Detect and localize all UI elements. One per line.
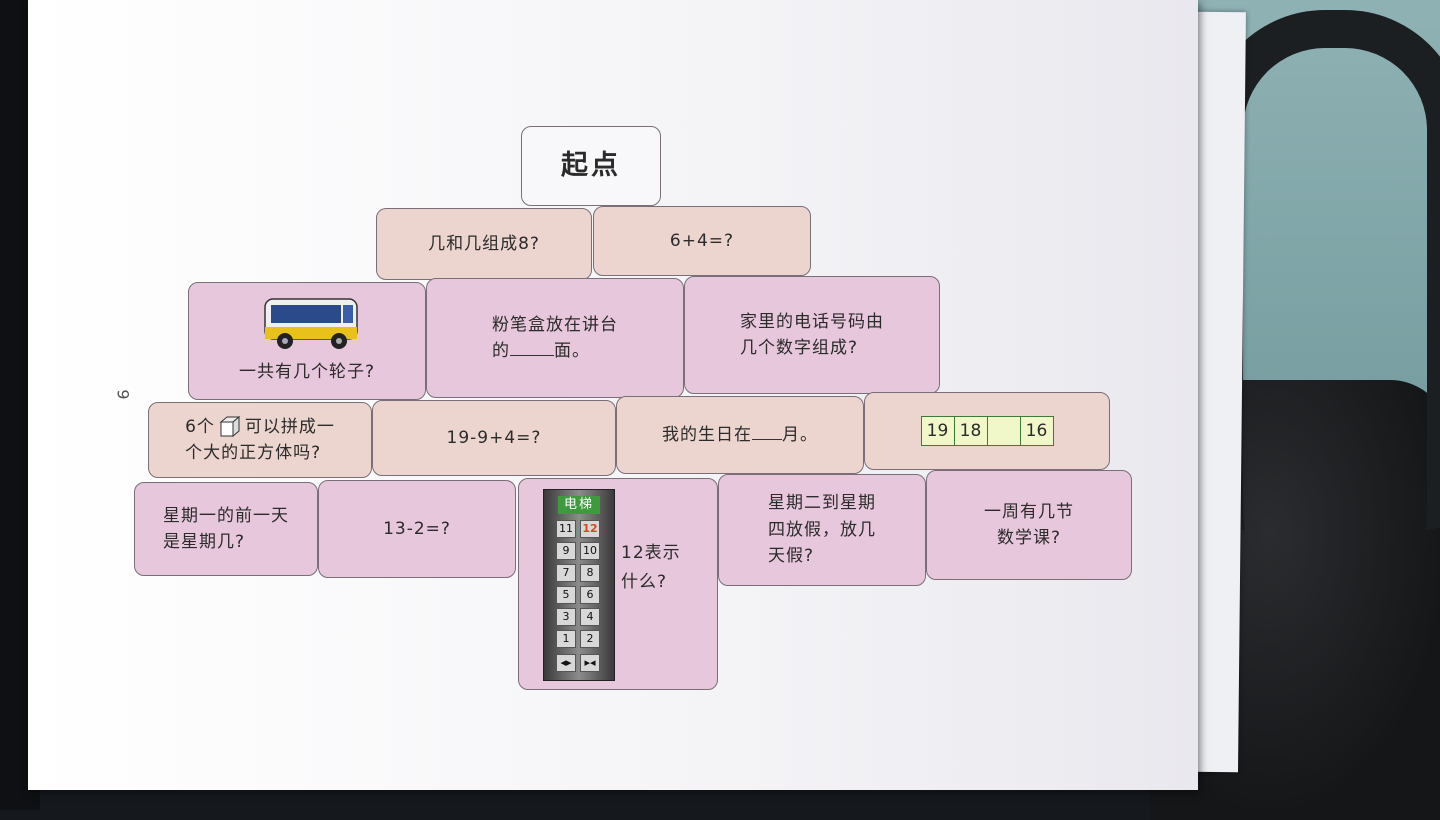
card-line: 个大的正方体吗?	[185, 443, 322, 463]
elevator-button: 9	[556, 542, 576, 560]
fill-blank	[510, 339, 554, 356]
card-row2-2: 粉笔盒放在讲台 的 面。	[426, 278, 684, 398]
bus-icon	[264, 298, 358, 349]
strip-cell: 18	[955, 417, 988, 445]
card-text: 几和几组成8?	[428, 233, 540, 254]
text-prefix: 的	[492, 341, 510, 361]
card-line: 几个数字组成?	[740, 338, 859, 358]
card-text: 6+4=?	[669, 230, 735, 251]
card-line: 星期一的前一天	[163, 505, 289, 526]
card-line: 星期二到星期	[768, 493, 876, 514]
card-text: 一共有几个轮子?	[238, 361, 376, 382]
elevator-button: 2	[580, 630, 600, 648]
fill-blank	[752, 423, 782, 440]
worksheet-page: 9 起点 几和几组成8? 6+4=? 一共有几个轮子? 粉笔	[28, 0, 1198, 790]
card-row4-3: 电梯 11 12 9 10 7 8 5 6 3 4 1 2 ◂▸ ▸◂ 12表示…	[518, 478, 718, 690]
card-line: 数学课?	[996, 528, 1062, 548]
card-line: 家里的电话号码由	[740, 311, 884, 332]
card-row3-2: 19-9+4=?	[372, 400, 616, 476]
text-prefix: 我的生日在	[662, 424, 752, 445]
elevator-button: 11	[556, 520, 576, 538]
card-line-2: 的 面。	[492, 338, 618, 364]
elevator-button: 7	[556, 564, 576, 582]
elevator-button: 4	[580, 608, 600, 626]
card-line: 我的生日在 月。	[662, 422, 818, 448]
elevator-button: 3	[556, 608, 576, 626]
card-text: 19-9+4=?	[446, 427, 542, 448]
elevator-title: 电梯	[558, 496, 600, 514]
number-strip: 19 18 16	[920, 416, 1054, 446]
elevator-button: 1	[556, 630, 576, 648]
card-row1-2: 6+4=?	[593, 206, 811, 276]
start-label: 起点	[561, 150, 621, 182]
text-suffix: 月。	[782, 424, 818, 445]
card-row4-5: 一周有几节 数学课?	[926, 470, 1132, 580]
card-row4-2: 13-2=?	[318, 480, 516, 578]
cube-icon	[219, 415, 241, 437]
start-card: 起点	[521, 126, 661, 206]
card-row2-1: 一共有几个轮子?	[188, 282, 426, 400]
door-close-icon: ▸◂	[580, 654, 600, 672]
strip-cell-empty	[988, 417, 1021, 445]
card-row4-4: 星期二到星期 四放假，放几 天假?	[718, 474, 926, 586]
strip-cell: 16	[1025, 420, 1048, 441]
card-line: 粉笔盒放在讲台	[492, 314, 618, 335]
door-open-icon: ◂▸	[556, 654, 576, 672]
card-line: 一周有几节	[984, 501, 1074, 522]
page-number: 9	[113, 389, 133, 400]
card-line-1: 6个 可以拼成一	[185, 414, 335, 440]
elevator-button-highlighted: 12	[580, 520, 600, 538]
card-line: 天假?	[768, 546, 815, 567]
card-line: 是星期几?	[163, 532, 246, 552]
card-line: 什么?	[621, 571, 668, 592]
text-prefix: 6个	[185, 416, 215, 437]
card-line: 12表示	[621, 543, 681, 563]
strip-cell: 19	[922, 417, 955, 445]
card-text: 13-2=?	[383, 518, 451, 539]
card-row3-1: 6个 可以拼成一 个大的正方体吗?	[148, 402, 372, 478]
text-suffix: 面。	[554, 341, 590, 361]
card-row3-3: 我的生日在 月。	[616, 396, 864, 474]
card-line: 四放假，放几	[768, 519, 876, 540]
card-row3-4: 19 18 16	[864, 392, 1110, 470]
card-row4-1: 星期一的前一天 是星期几?	[134, 482, 318, 576]
elevator-button: 5	[556, 586, 576, 604]
elevator-panel-icon: 电梯 11 12 9 10 7 8 5 6 3 4 1 2 ◂▸ ▸◂	[543, 489, 615, 681]
card-row2-3: 家里的电话号码由 几个数字组成?	[684, 276, 940, 394]
text-suffix: 可以拼成一	[244, 416, 335, 437]
elevator-button: 10	[580, 542, 600, 560]
elevator-question: 12表示 什么?	[621, 539, 681, 597]
elevator-button: 8	[580, 564, 600, 582]
card-row1-1: 几和几组成8?	[376, 208, 592, 280]
elevator-button: 6	[580, 586, 600, 604]
